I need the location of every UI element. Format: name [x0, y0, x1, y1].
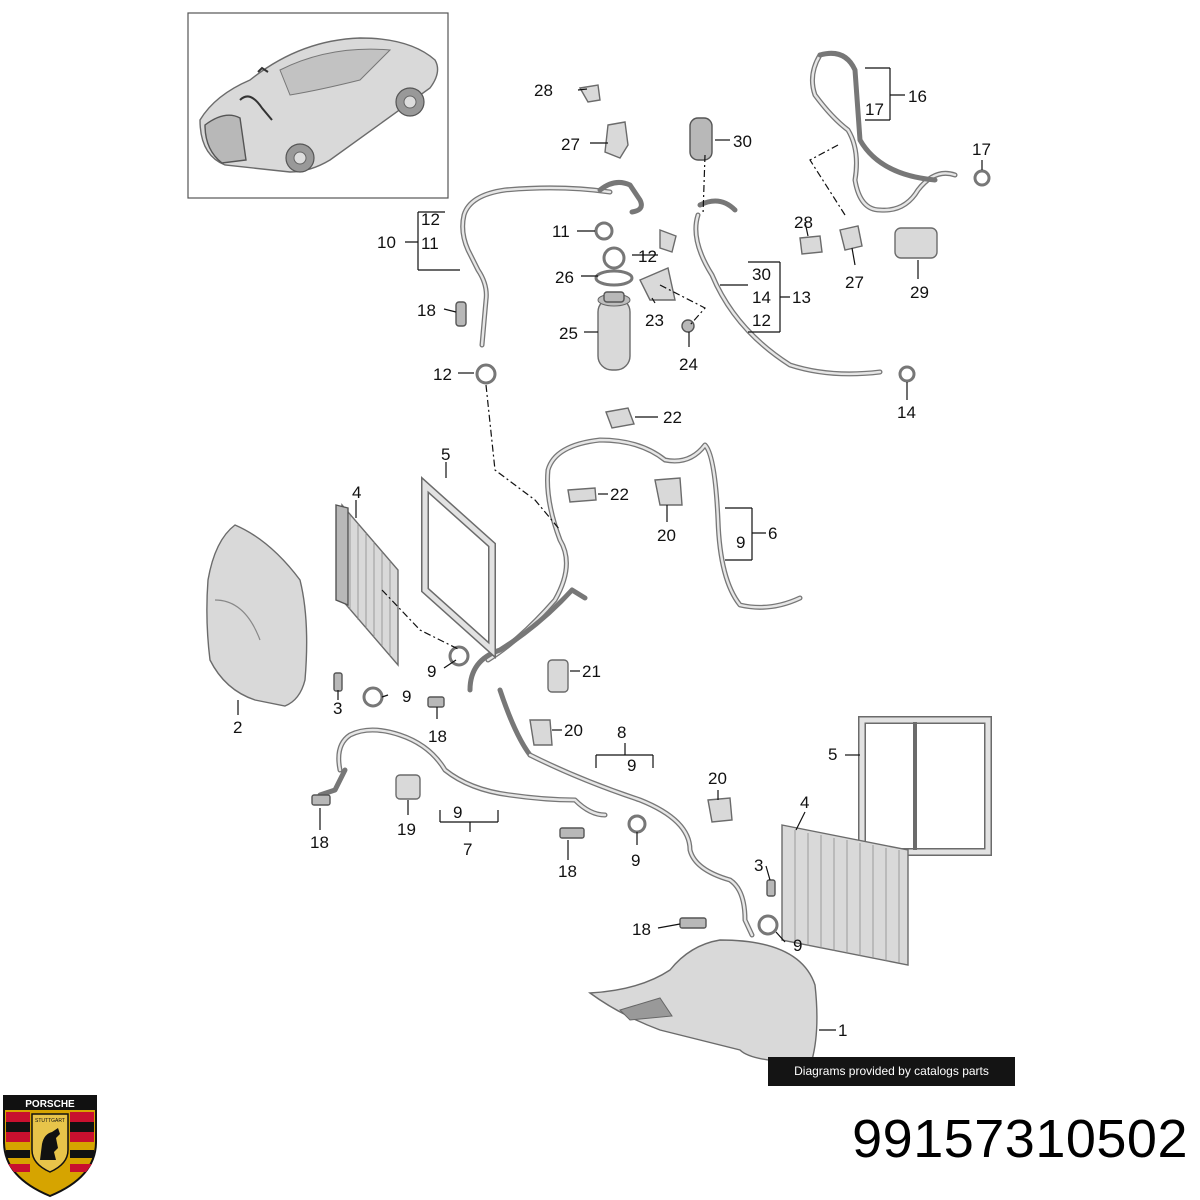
- callout-20: 20: [708, 769, 727, 788]
- callout-14: 14: [897, 403, 916, 422]
- car-overview-inset: [187, 12, 449, 199]
- callout-7: 7: [463, 840, 472, 859]
- callout-12: 12: [433, 365, 452, 384]
- callout-18: 18: [428, 727, 447, 746]
- callout-28: 28: [794, 213, 813, 232]
- callout-5: 5: [441, 445, 450, 464]
- callout-9: 9: [402, 687, 411, 706]
- callout-3: 3: [754, 856, 763, 875]
- callout-4: 4: [800, 793, 809, 812]
- callout-20: 20: [564, 721, 583, 740]
- crest-wordmark: PORSCHE: [25, 1099, 75, 1110]
- callout-9: 9: [627, 756, 636, 775]
- lower-pipes: [317, 727, 755, 938]
- right-frame: [858, 716, 992, 856]
- callout-10: 10: [377, 233, 396, 252]
- callout-30: 30: [752, 265, 771, 284]
- callout-22: 22: [663, 408, 682, 427]
- left-air-duct: [206, 524, 308, 707]
- callout-25: 25: [559, 324, 578, 343]
- callout-18: 18: [632, 920, 651, 939]
- middle-pipes: [467, 437, 803, 758]
- crest-city: STUTTGART: [35, 1118, 65, 1124]
- callout-17: 17: [972, 140, 991, 159]
- callout-21: 21: [582, 662, 601, 681]
- callout-13: 13: [792, 288, 811, 307]
- callout-27: 27: [845, 273, 864, 292]
- left-frame: [421, 476, 496, 659]
- callout-9: 9: [793, 936, 802, 955]
- callout-23: 23: [645, 311, 664, 330]
- callout-28: 28: [534, 81, 553, 100]
- car-overview-icon: [199, 37, 439, 173]
- guide-lines: [381, 144, 846, 651]
- callout-18: 18: [310, 833, 329, 852]
- callout-4: 4: [352, 483, 361, 502]
- left-condenser: [335, 503, 399, 667]
- callout-5: 5: [828, 745, 837, 764]
- callout-3: 3: [333, 699, 342, 718]
- callout-8: 8: [617, 723, 626, 742]
- callout-14: 14: [752, 288, 771, 307]
- callout-11: 11: [552, 222, 570, 241]
- callout-18: 18: [558, 862, 577, 881]
- receiver-dryer: [597, 291, 631, 371]
- callout-16: 16: [908, 87, 927, 106]
- callout-labels: 1 2 3 3 4 4 5 5 6 7 8 9 9 9 9 9 9 9 10 1…: [233, 81, 991, 1040]
- callout-9: 9: [427, 662, 436, 681]
- callout-18: 18: [417, 301, 436, 320]
- callout-26: 26: [555, 268, 574, 287]
- callout-9: 9: [453, 803, 462, 822]
- callout-22: 22: [610, 485, 629, 504]
- callout-17: 17: [865, 100, 884, 119]
- callout-24: 24: [679, 355, 698, 374]
- part-number: 99157310502: [852, 1109, 1188, 1169]
- small-fittings: [311, 84, 991, 936]
- callout-27: 27: [561, 135, 580, 154]
- callout-6: 6: [768, 524, 777, 543]
- callout-20: 20: [657, 526, 676, 545]
- callout-11: 11: [421, 234, 439, 253]
- leader-lines: [237, 67, 983, 1031]
- callout-12: 12: [638, 247, 657, 266]
- right-condenser: [781, 824, 909, 966]
- callout-12: 12: [752, 311, 771, 330]
- callout-19: 19: [397, 820, 416, 839]
- diagram-credit-banner: Diagrams provided by catalogs parts: [768, 1057, 1015, 1086]
- lower-air-duct: [588, 939, 818, 1063]
- callout-9: 9: [736, 533, 745, 552]
- callout-29: 29: [910, 283, 929, 302]
- callout-30: 30: [733, 132, 752, 151]
- callout-1: 1: [838, 1021, 847, 1040]
- porsche-crest-icon: PORSCHE STUTTGART: [3, 1095, 97, 1198]
- callout-12: 12: [421, 210, 440, 229]
- callout-9: 9: [631, 851, 640, 870]
- callout-2: 2: [233, 718, 242, 737]
